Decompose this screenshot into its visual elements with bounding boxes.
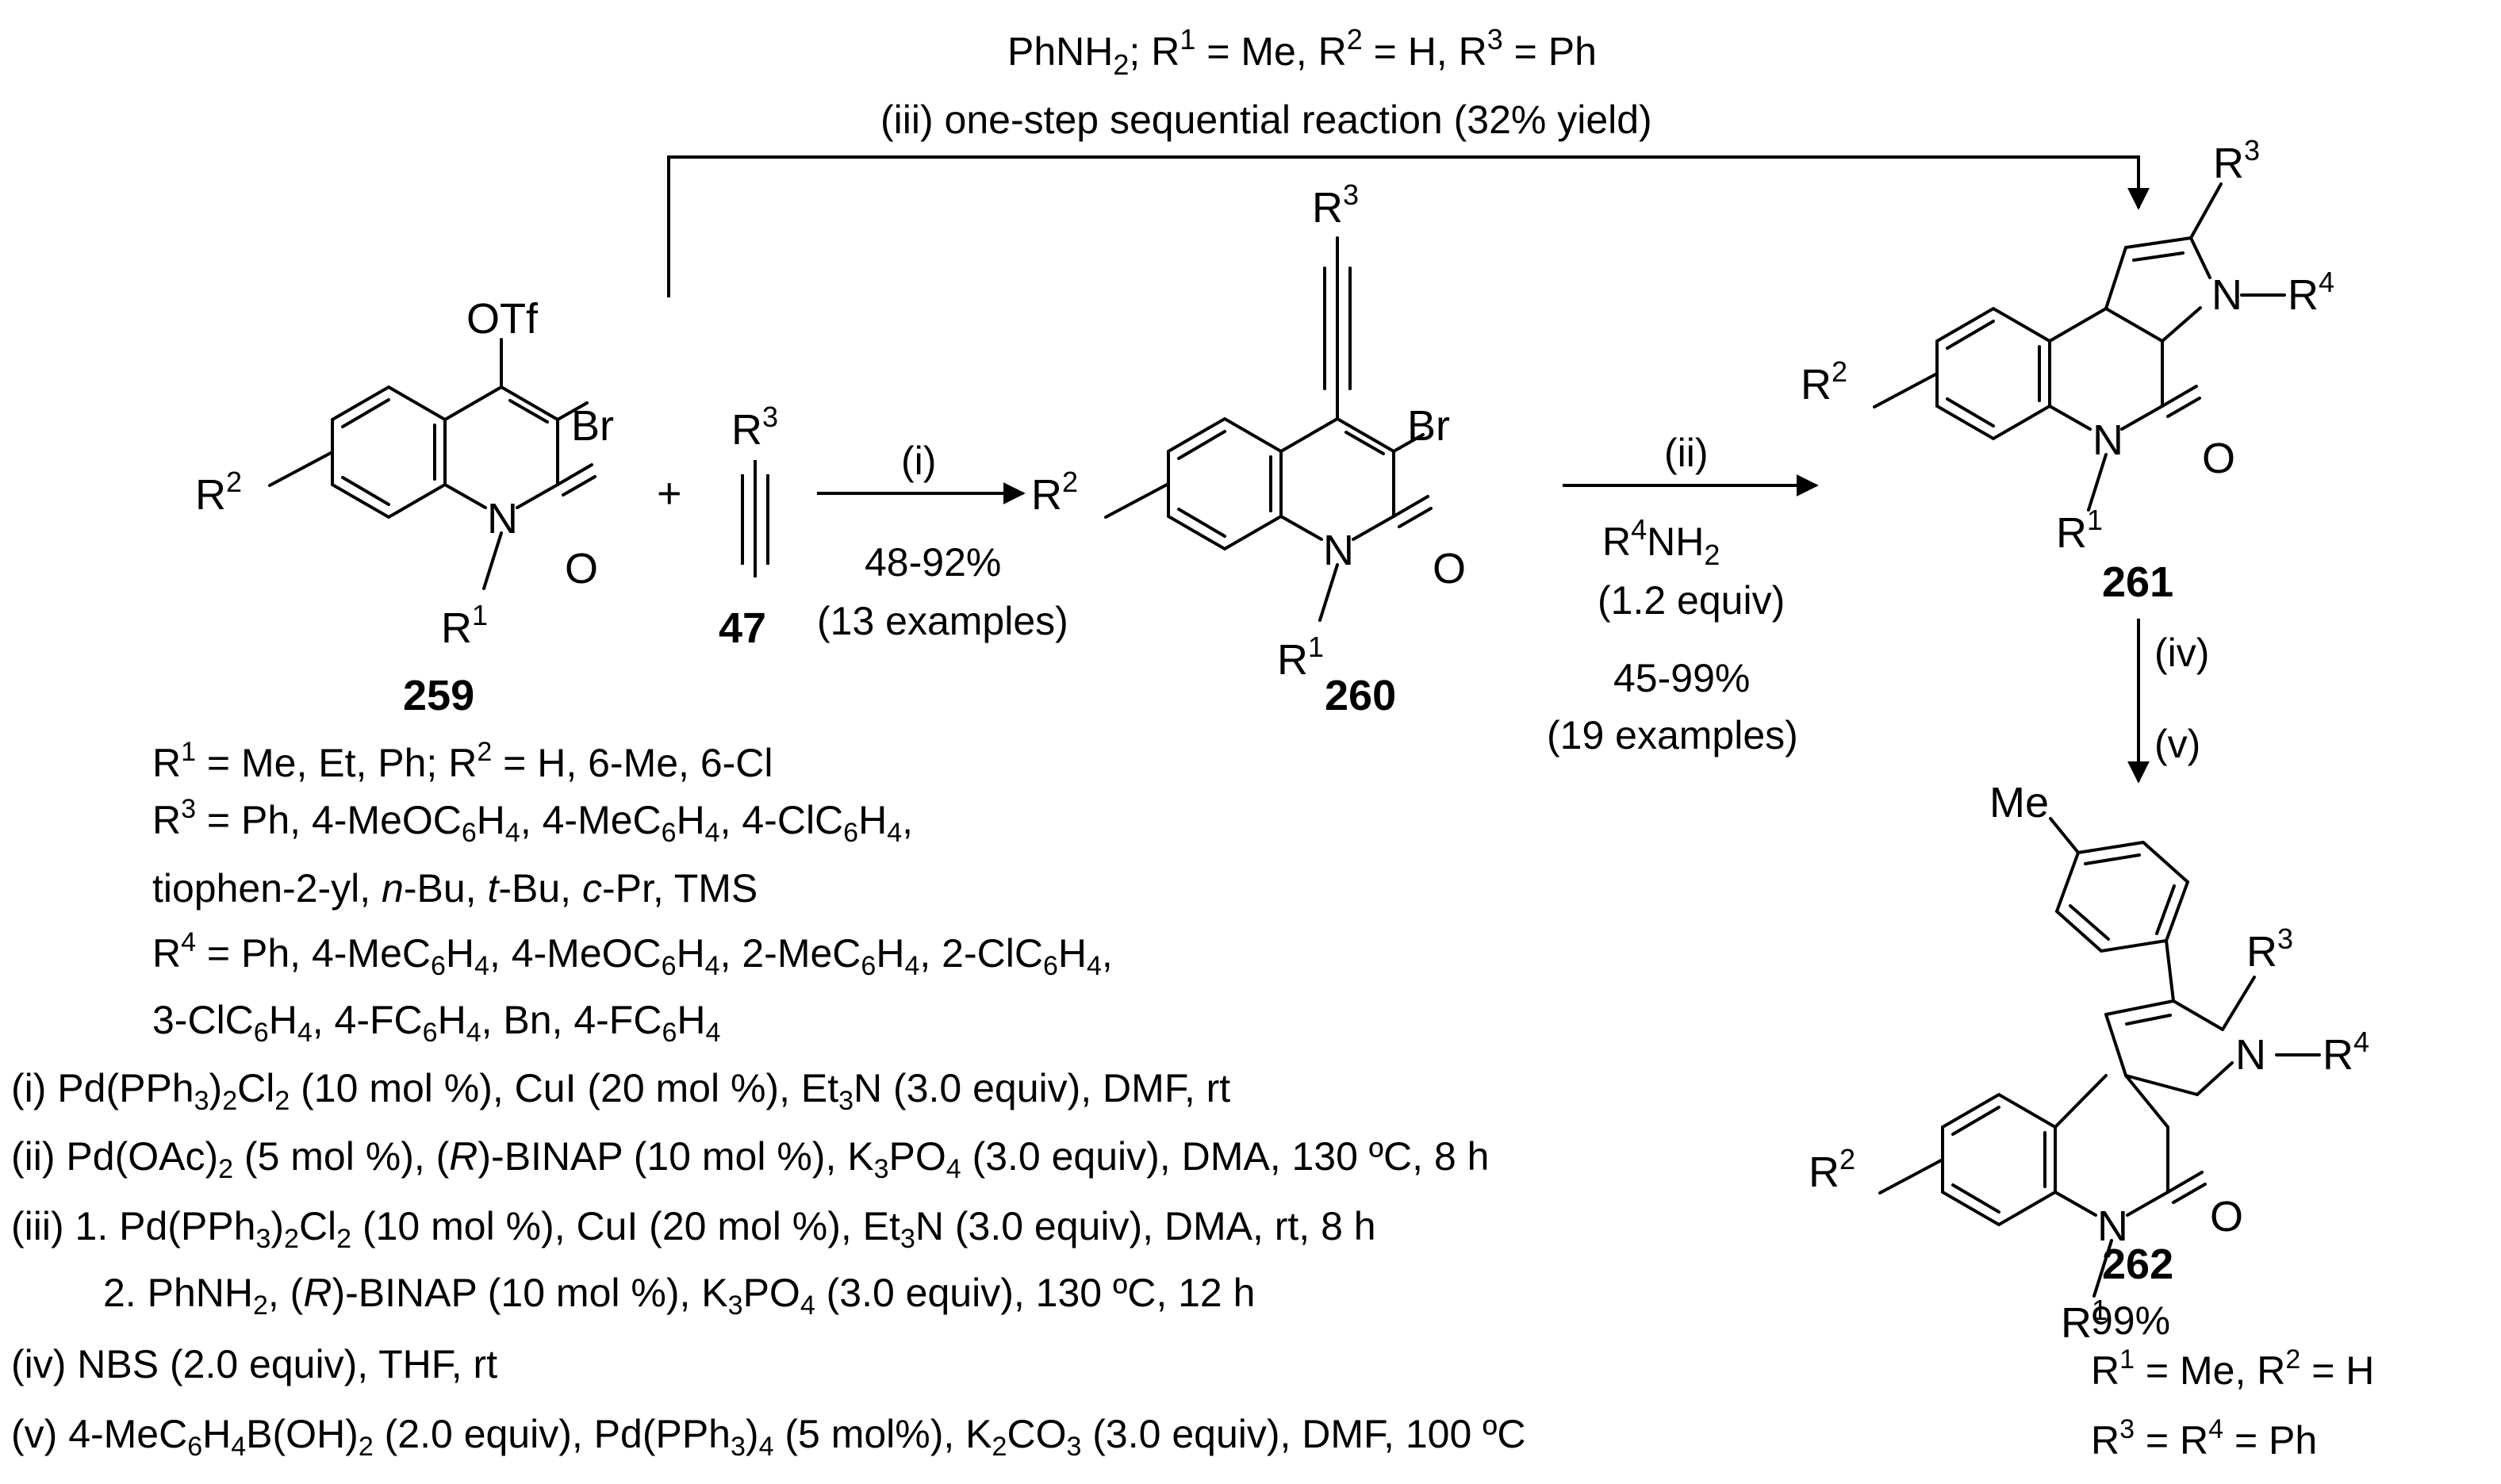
scope-r3-line1: R3 = Ph, 4-MeOC6H4, 4-MeC6H4, 4-ClC6H4, — [152, 794, 914, 848]
r3-label-47: R3 — [731, 401, 778, 454]
scope-r3-line2: tiophen-2-yl, n-Bu, t-Bu, c-Pr, TMS — [152, 866, 758, 911]
condition-iii-2: 2. PhNH2, (R)-BINAP (10 mol %), K3PO4 (3… — [103, 1271, 1256, 1321]
me-label-262: Me — [1989, 779, 2049, 826]
condition-v: (v) 4-MeC6H4B(OH)2 (2.0 equiv), Pd(PPh3)… — [11, 1412, 1526, 1462]
r3-label-261: R3 — [2213, 134, 2260, 187]
top-arrow-condition-iii: (iii) one-step sequential reaction (32% … — [880, 98, 1652, 142]
br-label-260: Br — [1407, 402, 1450, 450]
n-label-261-lactam: N — [2092, 416, 2123, 464]
r4-label-261: R4 — [2288, 266, 2334, 319]
step-ii-yield: 45-99% — [1613, 656, 1750, 700]
compound-259-label: 259 — [403, 672, 474, 719]
step-i-yield: 48-92% — [865, 540, 1001, 585]
product-262-subst-1: R1 = Me, R2 = H — [2091, 1344, 2375, 1393]
compound-262-label: 262 — [2102, 1241, 2173, 1288]
r2-label-262: R2 — [1809, 1143, 1855, 1196]
structure-260 — [1104, 236, 1433, 622]
otf-label: OTf — [466, 295, 539, 343]
r3-label-262: R3 — [2246, 922, 2293, 976]
r2-label: R2 — [195, 466, 242, 519]
r1-label-261: R1 — [2056, 504, 2103, 557]
structure-47 — [741, 460, 769, 577]
structure-261 — [1873, 182, 2286, 512]
r4-label-262: R4 — [2323, 1026, 2369, 1079]
condition-iii-1: (iii) 1. Pd(PPh3)2Cl2 (10 mol %), CuI (2… — [11, 1204, 1376, 1254]
o-label-262: O — [2210, 1193, 2243, 1241]
n-label-260: N — [1323, 527, 1354, 574]
compound-260-label: 260 — [1325, 672, 1396, 719]
condition-ii: (ii) Pd(OAc)2 (5 mol %), (R)-BINAP (10 m… — [11, 1134, 1490, 1184]
n-label-262-pyrrole: N — [2235, 1031, 2266, 1079]
step-i-label: (i) — [901, 439, 936, 483]
structure-262 — [1878, 817, 2321, 1298]
n-label-261-pyrrole: N — [2211, 271, 2242, 319]
compound-47-label: 47 — [719, 604, 766, 652]
br-label: Br — [571, 402, 614, 450]
condition-iv: (iv) NBS (2.0 equiv), THF, rt — [11, 1342, 498, 1386]
step-ii-examples: (19 examples) — [1547, 713, 1798, 757]
compound-261-label: 261 — [2102, 558, 2173, 606]
yield-262: 99% — [2091, 1298, 2170, 1343]
step-ii-label: (ii) — [1664, 431, 1709, 475]
n-label-262-lactam: N — [2097, 1202, 2128, 1250]
step-v-label: (v) — [2154, 722, 2200, 766]
step-i-examples: (13 examples) — [817, 599, 1068, 643]
o-label: O — [565, 545, 598, 592]
n-label: N — [487, 495, 518, 543]
step-iv-label: (iv) — [2154, 631, 2209, 675]
scope-r1-r2: R1 = Me, Et, Ph; R2 = H, 6-Me, 6-Cl — [152, 737, 773, 785]
structure-259 — [268, 338, 596, 590]
r2-label-260: R2 — [1031, 466, 1078, 519]
o-label-260: O — [1433, 545, 1466, 592]
r1-label: R1 — [441, 599, 488, 652]
step-ii-equiv: (1.2 equiv) — [1598, 578, 1785, 623]
r2-label-261: R2 — [1801, 355, 1847, 408]
product-262-subst-2: R3 = R4 = Ph — [2091, 1414, 2318, 1463]
o-label-261: O — [2202, 435, 2235, 482]
one-step-arrow — [667, 155, 2150, 297]
scope-r4-line1: R4 = Ph, 4-MeC6H4, 4-MeOC6H4, 2-MeC6H4, … — [152, 927, 1113, 981]
r3-label-260: R3 — [1312, 178, 1359, 232]
plus-sign: + — [657, 470, 682, 517]
top-arrow-reagents: PhNH2; R1 = Me, R2 = H, R3 = Ph — [1007, 23, 1597, 81]
step-ii-reagent: R4NH2 — [1602, 513, 1720, 571]
scope-r4-line2: 3-ClC6H4, 4-FC6H4, Bn, 4-FC6H4 — [152, 998, 721, 1048]
r1-label-260: R1 — [1277, 631, 1324, 684]
r1-label-262: R1 — [2061, 1294, 2108, 1347]
condition-i: (i) Pd(PPh3)2Cl2 (10 mol %), CuI (20 mol… — [11, 1066, 1231, 1116]
